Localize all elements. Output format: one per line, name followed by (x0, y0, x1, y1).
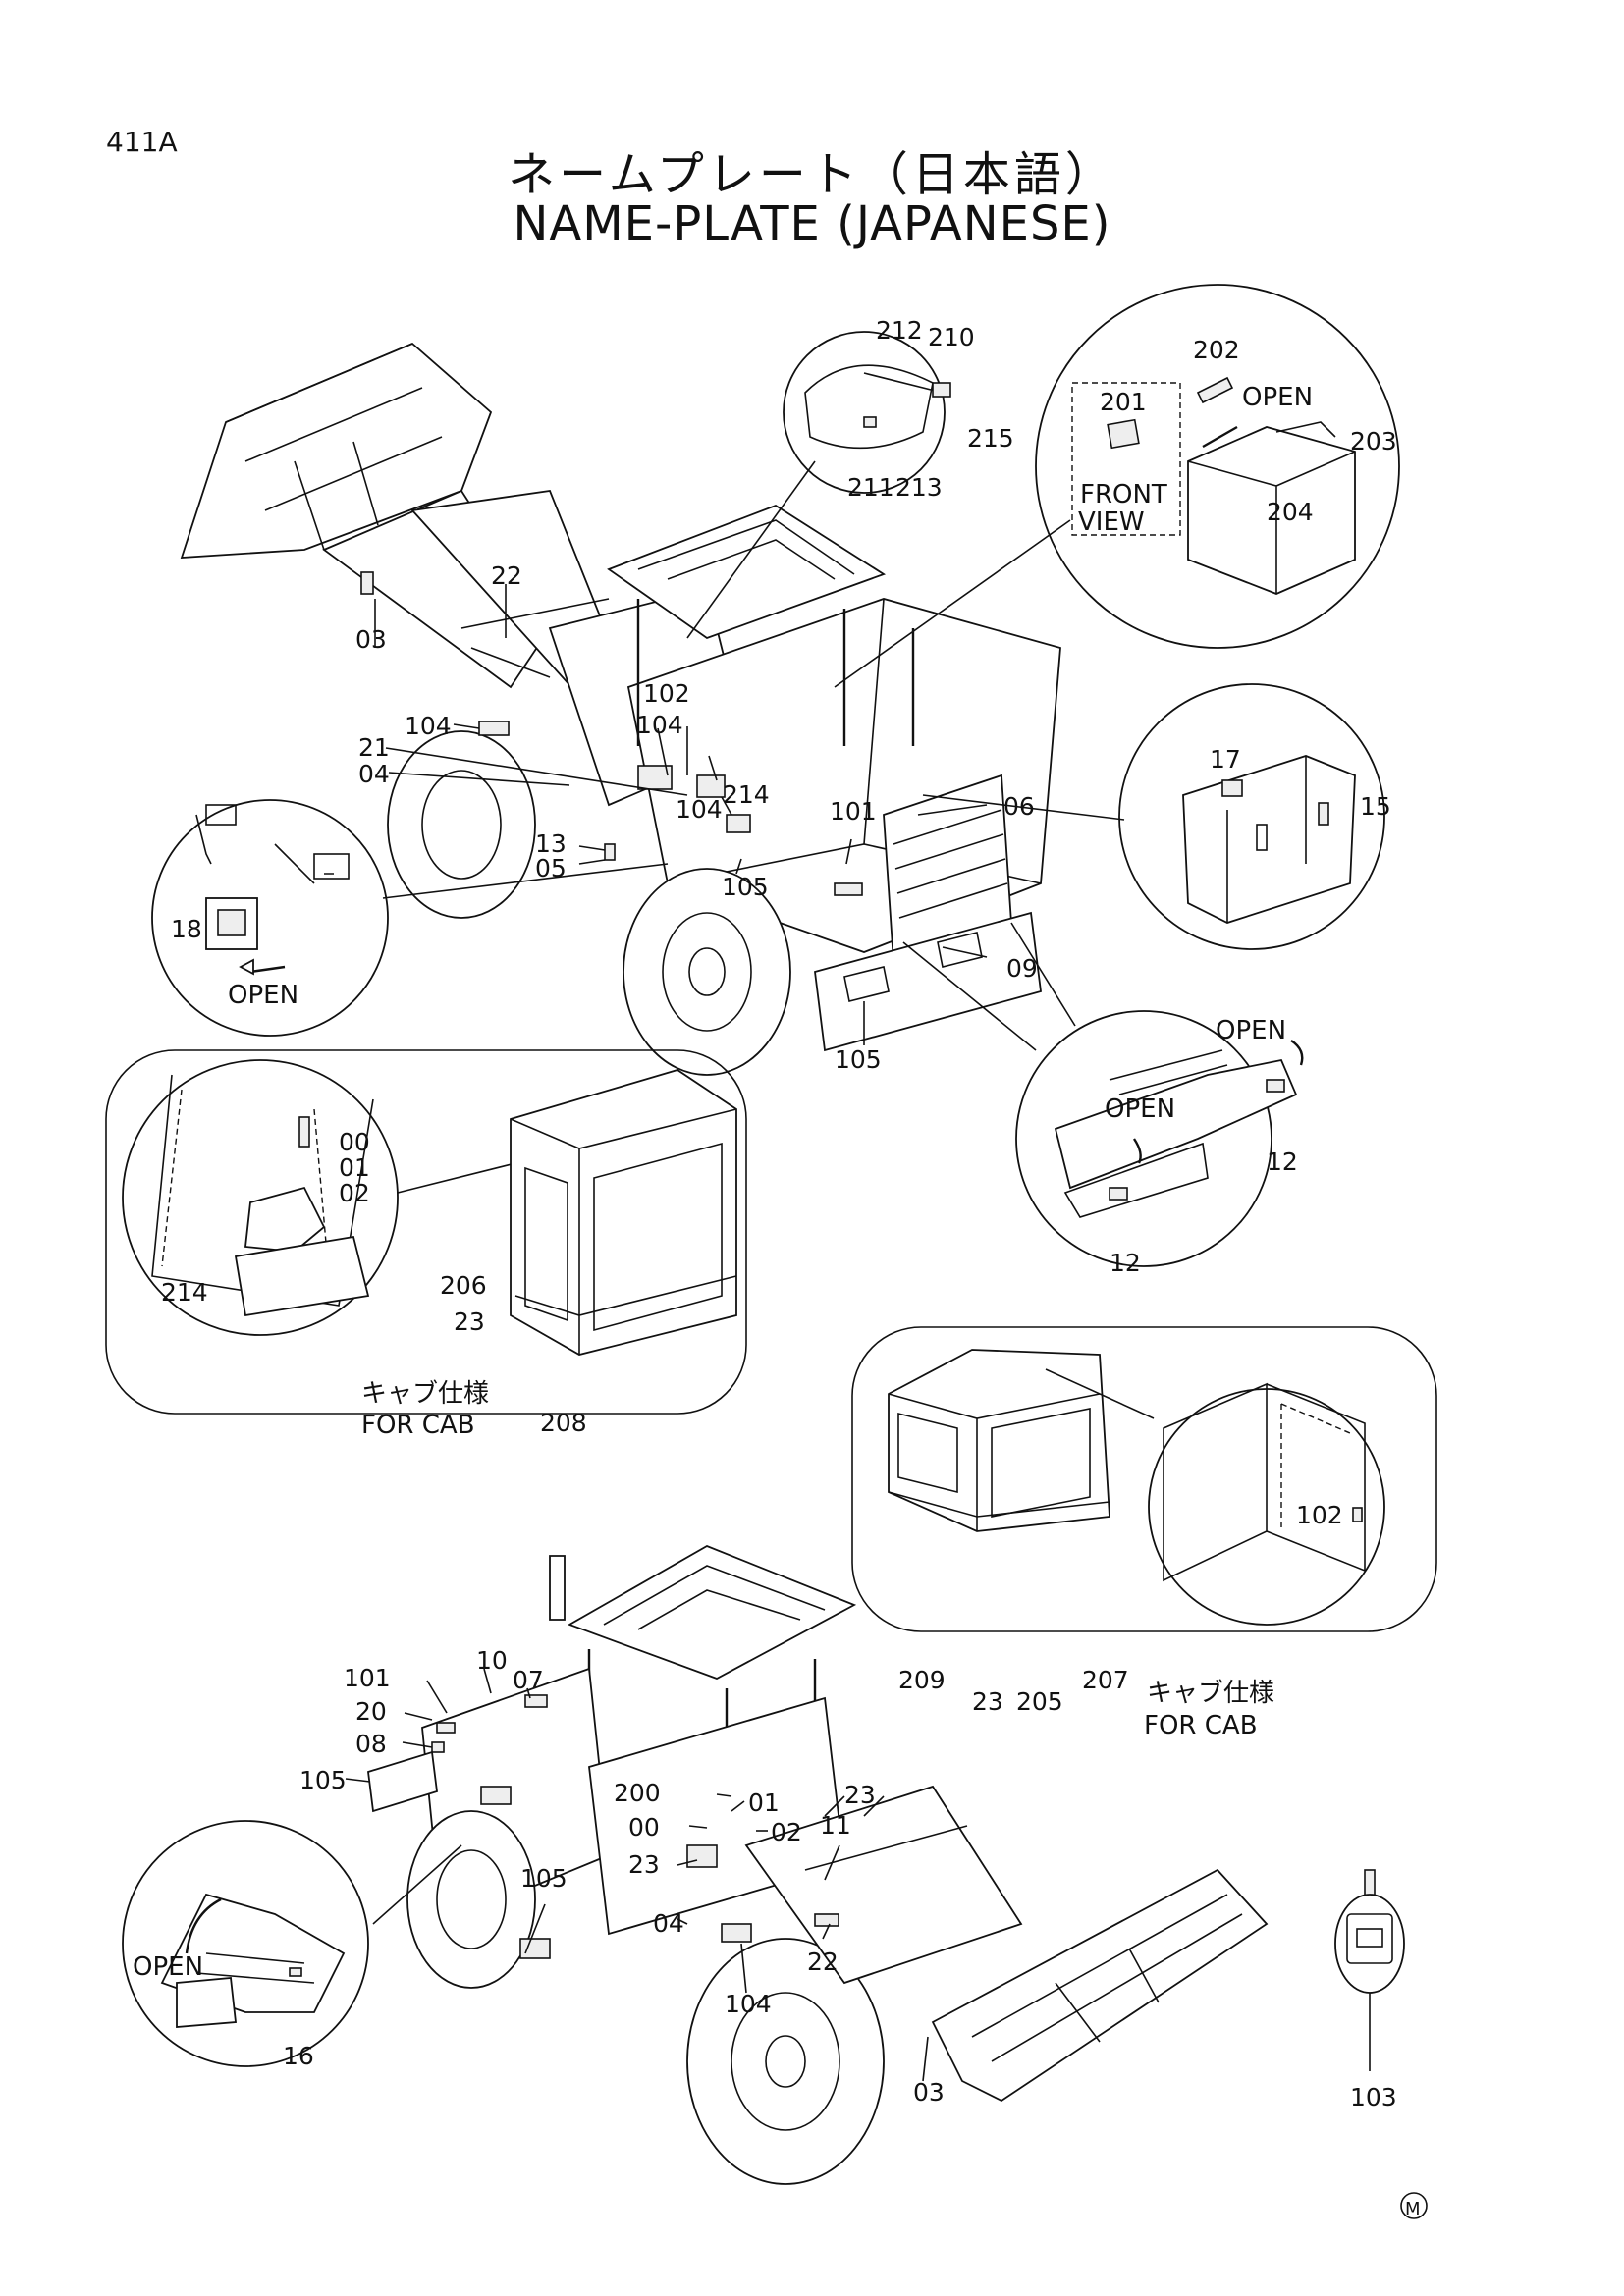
callout-101-bottom: 101 (344, 1664, 391, 1692)
key-tag (1334, 1869, 1405, 2071)
callout-105-top-low: 105 (835, 1045, 882, 1074)
callout-103: 103 (1350, 2083, 1397, 2111)
callout-02-bottom: 02 (771, 1818, 802, 1846)
callout-12-right: 12 (1267, 1148, 1298, 1176)
trademark-mark (1400, 2192, 1428, 2219)
loader-bottom-illustration (367, 1545, 1269, 2185)
callout-101-top: 101 (830, 797, 877, 826)
callout-08: 08 (355, 1730, 387, 1758)
callout-102-top: 102 (643, 679, 690, 708)
label-open-tank: OPEN (1242, 383, 1313, 412)
callout-105-bottom-left: 105 (299, 1766, 347, 1794)
callout-204: 204 (1267, 498, 1314, 526)
callout-22-top: 22 (491, 561, 522, 590)
label-cab-en-bottom: FOR CAB (1144, 1711, 1258, 1740)
label-cab-en-top: FOR CAB (361, 1411, 475, 1440)
label-cab-jp-top: キャブ仕様 (361, 1379, 489, 1409)
label-open-counterweight-top: OPEN (1216, 1016, 1286, 1045)
callout-06: 06 (1003, 792, 1035, 821)
callout-104-top-left: 104 (405, 712, 452, 740)
callout-202: 202 (1193, 336, 1240, 364)
callout-10: 10 (476, 1646, 508, 1675)
callout-17: 17 (1210, 745, 1241, 774)
callout-211: 211 (847, 473, 894, 502)
callout-23-cab-bottom: 23 (972, 1687, 1003, 1716)
callout-104-bottom: 104 (725, 1990, 772, 2018)
callout-200: 200 (614, 1779, 661, 1807)
callout-05: 05 (535, 854, 567, 882)
callout-00-cab: 00 (339, 1128, 370, 1156)
callout-210: 210 (928, 323, 975, 351)
callout-07: 07 (513, 1666, 544, 1694)
label-front: FRONT (1080, 480, 1167, 509)
callout-212: 212 (876, 316, 923, 345)
callout-01-bottom: 01 (748, 1789, 780, 1817)
callout-208: 208 (540, 1409, 587, 1437)
callout-03-top: 03 (355, 625, 387, 654)
labels: OPEN FRONT VIEW OPEN OPEN OPEN キャブ仕様 FOR… (133, 383, 1421, 2219)
callout-205: 205 (1016, 1687, 1063, 1716)
callout-00-bottom: 00 (628, 1813, 660, 1842)
callout-207: 207 (1082, 1666, 1129, 1694)
detail-rear-circle (922, 683, 1385, 950)
loader-top-illustration (180, 342, 1061, 1076)
detail-step-circle (122, 1820, 462, 2067)
callout-12-bottom: 12 (1110, 1249, 1141, 1277)
label-open-counterweight-left: OPEN (1105, 1095, 1175, 1124)
detail-steering-circle (686, 331, 951, 639)
callout-203: 203 (1350, 427, 1397, 455)
callout-201: 201 (1100, 388, 1147, 416)
callout-18: 18 (171, 915, 202, 943)
callout-21: 21 (358, 733, 390, 762)
callout-215: 215 (967, 424, 1014, 453)
title-japanese: ネームプレート（日本語） (508, 147, 1116, 202)
callout-102-cab: 102 (1296, 1501, 1343, 1529)
callout-105-bottom: 105 (520, 1864, 568, 1893)
callout-104-top-mid: 104 (636, 711, 683, 739)
callout-23-cab: 23 (454, 1308, 485, 1336)
callout-214-cab: 214 (161, 1278, 208, 1307)
callout-03-bottom: 03 (913, 2078, 945, 2107)
callout-09: 09 (1006, 954, 1038, 983)
cab-section-bottom (851, 1326, 1437, 1632)
cab-section-top (105, 1049, 747, 1415)
callout-206: 206 (440, 1271, 487, 1300)
label-mark: M (1405, 2199, 1421, 2219)
detail-side-circle (151, 799, 669, 1037)
callout-13: 13 (535, 829, 567, 858)
leaders-bottom (345, 1668, 929, 2082)
page-code: 411A (106, 126, 178, 158)
callout-01-cab: 01 (339, 1153, 370, 1182)
callout-16: 16 (283, 2042, 314, 2070)
label-open-side: OPEN (228, 981, 298, 1010)
detail-tank-circle (834, 284, 1400, 688)
callout-209: 209 (898, 1666, 946, 1694)
callout-11: 11 (820, 1811, 851, 1840)
callout-23-bottom-left: 23 (628, 1850, 660, 1879)
callout-23-bottom-right: 23 (844, 1781, 876, 1809)
callout-02-cab: 02 (339, 1179, 370, 1207)
callout-105-top-mid: 105 (722, 873, 769, 901)
callout-22-bottom: 22 (807, 1948, 839, 1976)
label-cab-jp-bottom: キャブ仕様 (1147, 1679, 1274, 1708)
callouts: 03 22 104 21 04 13 05 102 104 104 214 10… (161, 316, 1397, 2111)
callout-213: 213 (895, 473, 943, 502)
title-english: NAME-PLATE (JAPANESE) (513, 196, 1111, 251)
callout-04-top: 04 (358, 760, 390, 788)
label-open-step: OPEN (133, 1952, 203, 1982)
callout-104-top-low: 104 (676, 795, 723, 824)
label-view: VIEW (1078, 507, 1145, 537)
detail-counterweight-circle (902, 922, 1304, 1267)
callout-04-bottom: 04 (653, 1909, 684, 1938)
callout-15: 15 (1360, 792, 1391, 821)
leaders-top (374, 584, 988, 1045)
callout-20: 20 (355, 1697, 387, 1726)
callout-214-top: 214 (723, 780, 770, 809)
